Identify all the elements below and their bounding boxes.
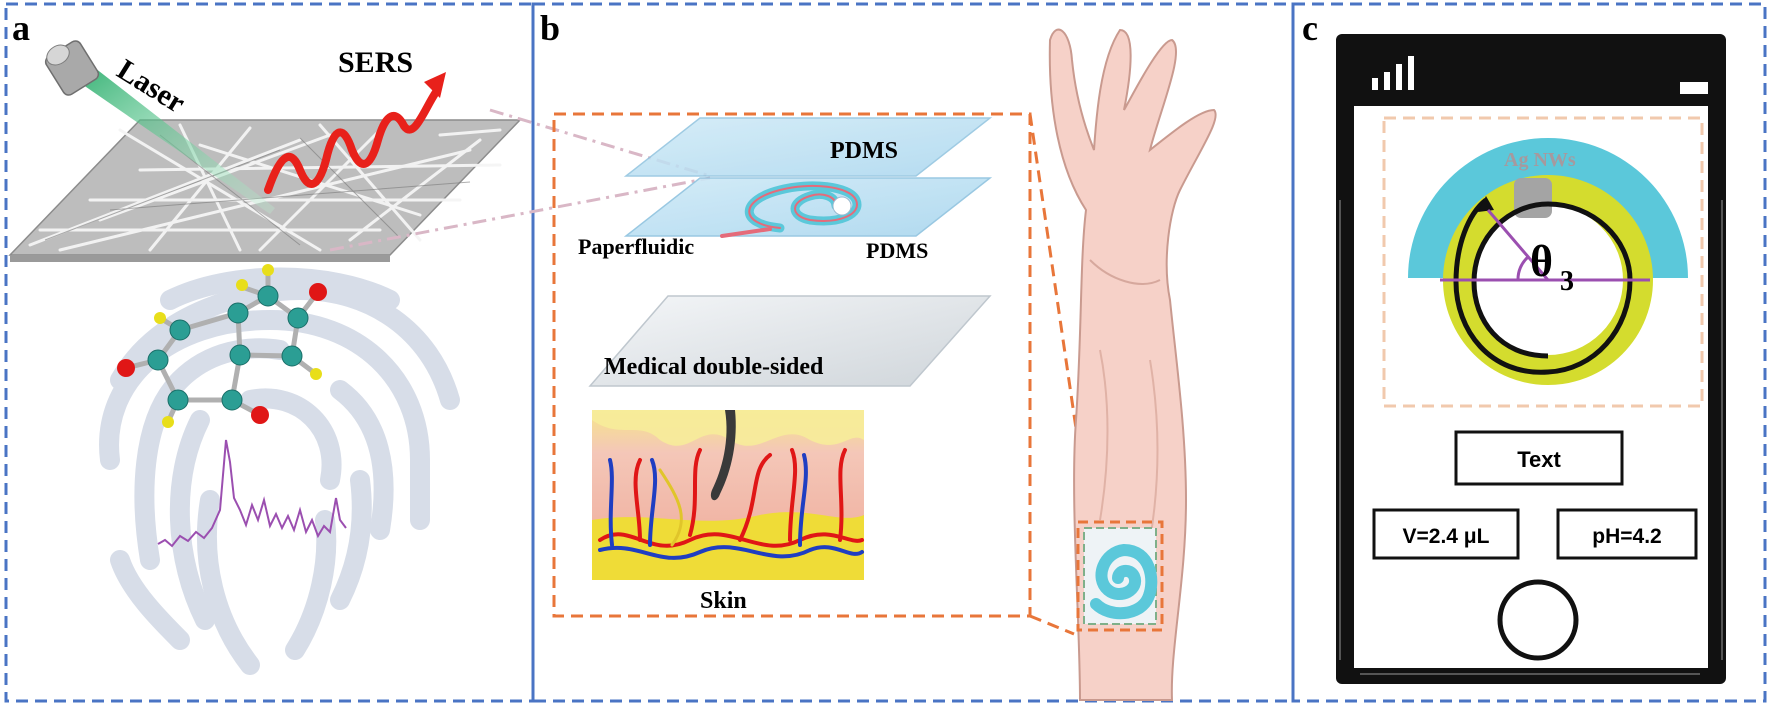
signal-strength-icon — [1372, 56, 1414, 90]
ph-display-label: pH=4.2 — [1592, 525, 1661, 548]
sensor-area-frame — [1382, 116, 1704, 408]
battery-icon — [1680, 82, 1708, 94]
raman-spectrum — [157, 439, 347, 548]
caffeine-molecule — [117, 264, 327, 428]
panel-b-frame — [531, 2, 1295, 703]
panel-c-letter: c — [1302, 8, 1318, 48]
panel-c-frame — [1291, 2, 1767, 703]
pdms-top-layer — [623, 117, 993, 177]
theta-symbol: θ — [1530, 237, 1553, 286]
inlet-hole — [832, 196, 852, 216]
ph-display — [1556, 508, 1698, 560]
pdms-bottom-layer — [623, 177, 993, 237]
angle-arc — [1516, 255, 1530, 281]
ag-nws-arc — [1408, 138, 1688, 278]
medical-tape-layer — [588, 295, 992, 387]
fingerprint-icon — [99, 267, 460, 675]
medical-tape-label: Medical double-sided — [604, 354, 824, 380]
pdms-top-label: PDMS — [830, 138, 898, 164]
skin-label: Skin — [700, 588, 747, 614]
skin-cross-section — [592, 410, 864, 580]
pdms-bottom-label: PDMS — [866, 238, 928, 263]
sers-wave — [264, 88, 440, 194]
theta-subscript: 3 — [1560, 266, 1574, 297]
laser-pen — [44, 40, 275, 214]
ag-nws-label: Ag NWs — [1504, 149, 1576, 171]
paperfluidic-spiral — [720, 181, 862, 238]
nanowire-substrate — [8, 119, 522, 262]
volume-display — [1372, 508, 1520, 560]
angle-ray — [1486, 209, 1550, 281]
exploded-view-frame — [552, 112, 1032, 618]
sers-label: SERS — [338, 46, 413, 79]
panel-a-letter: a — [12, 8, 30, 48]
sers-arrowhead — [424, 72, 446, 98]
connector-line-top — [489, 108, 711, 178]
text-button-label: Text — [1517, 447, 1561, 472]
phone-frame-stripes — [1339, 200, 1723, 675]
wrist-patch-spiral — [1090, 543, 1158, 620]
volume-display-label: V=2.4 μL — [1403, 525, 1490, 548]
text-button[interactable] — [1454, 430, 1624, 486]
paperfluidic-label: Paperfluidic — [578, 234, 694, 259]
panel-b-letter: b — [540, 8, 560, 48]
home-button[interactable] — [1497, 579, 1579, 661]
flow-direction-arrow — [1478, 196, 1494, 212]
zoom-line-bottom — [1029, 614, 1075, 636]
wrist-patch-frame — [1076, 520, 1164, 632]
connector-line-bottom — [329, 176, 711, 252]
